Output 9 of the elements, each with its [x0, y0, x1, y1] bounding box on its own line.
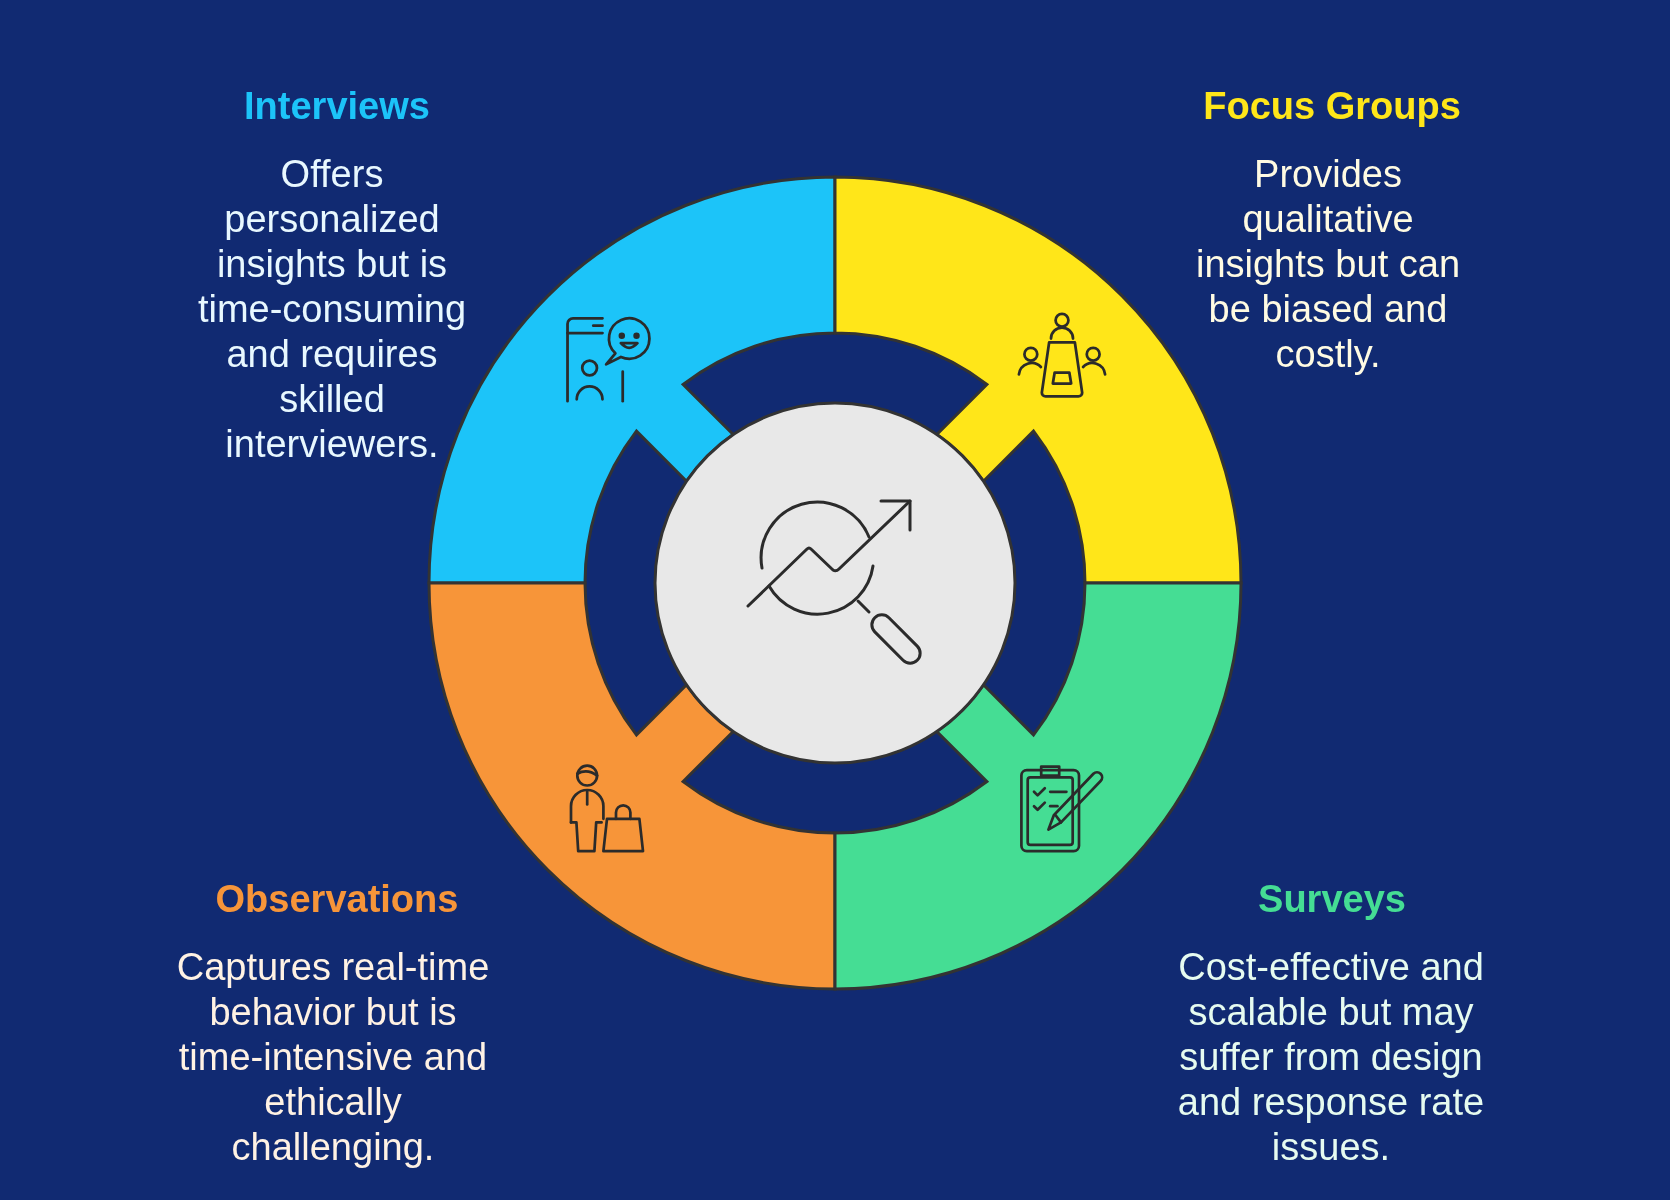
section-heading: Observations: [214, 877, 460, 922]
center-circle: [653, 401, 1017, 765]
description-text: Captures real-time behavior but is time-intensive and ethically challenging.: [175, 945, 491, 1170]
description-text: Provides qualitative insights but can be biased and costly.: [1194, 152, 1462, 377]
description-text: Cost-effective and scalable but may suffer from design and response rate issues.: [1176, 945, 1486, 1170]
section-heading: Surveys: [1257, 877, 1407, 922]
section-heading: Focus Groups: [1202, 84, 1462, 129]
description-text: Offers personalized insights but is time-consuming and requires skilled interviewers.: [196, 152, 468, 467]
section-heading: Interviews: [243, 84, 431, 129]
